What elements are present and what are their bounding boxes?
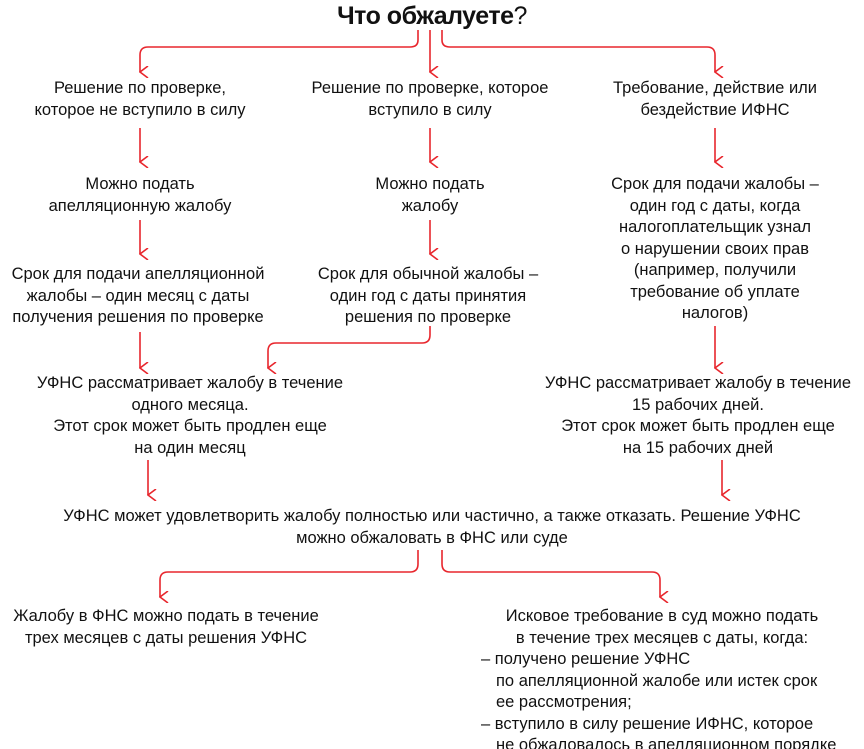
col1-deadline: Срок для подачи апелляционной жалобы – од… xyxy=(12,264,265,329)
text-line: Решение по проверке, xyxy=(53,79,227,97)
text-line: Срок для обычной жалобы – xyxy=(317,265,539,283)
col2-subject: Решение по проверке, которое вступило в с… xyxy=(312,78,549,121)
text-line: УФНС может удовлетворить жалобу полность… xyxy=(63,507,801,525)
text-line: о нарушении своих прав xyxy=(621,239,809,258)
text-line: ее рассмотрения; xyxy=(496,693,632,711)
col1-subject: Решение по проверке, которое не вступило … xyxy=(35,78,246,121)
arrow-title-to-col3 xyxy=(441,30,715,72)
text-line: один год с даты, когда xyxy=(629,196,801,215)
appeal-fns: Жалобу в ФНС можно подать в течение трех … xyxy=(13,606,319,649)
col2-deadline: Срок для обычной жалобы – один год с даты… xyxy=(318,264,538,329)
text-line: апелляционную жалобу xyxy=(48,196,232,215)
text-line: один год с даты принятия xyxy=(329,286,527,305)
text-line: требование об уплате xyxy=(630,282,800,301)
text-line: решения по проверке xyxy=(344,308,512,326)
col1-option: Можно подать апелляционную жалобу xyxy=(49,174,232,217)
condition-item: – вступило в силу решение ИФНС, которое xyxy=(481,714,814,733)
text-line: Срок для подачи апелляционной xyxy=(11,265,265,283)
text-line: Срок для подачи жалобы – xyxy=(611,175,819,193)
title-text: Что обжалуете xyxy=(337,2,514,30)
review-left: УФНС рассматривает жалобу в течение одног… xyxy=(37,373,343,459)
appeal-court-intro: Исковое требование в суд можно подать в т… xyxy=(506,606,819,649)
text-line: которое не вступило в силу xyxy=(34,100,246,119)
text-line: не обжаловалось в апелляционном порядке xyxy=(496,736,837,749)
col2-option: Можно подать жалобу xyxy=(375,174,484,217)
arrow-outcome-to-fns xyxy=(160,550,419,597)
diagram-title: Что обжалуете? xyxy=(337,2,527,31)
arrow-outcome-to-court xyxy=(441,550,660,597)
text-line: Этот срок может быть продлен еще xyxy=(561,417,835,435)
text-line: бездействие ИФНС xyxy=(640,100,790,119)
text-line: 15 рабочих дней. xyxy=(632,395,764,414)
text-line: жалобы – один месяц с даты xyxy=(26,286,250,305)
text-line: одного месяца. xyxy=(131,395,249,414)
text-line: жалобу xyxy=(401,196,459,215)
text-line: можно обжаловать в ФНС или суде xyxy=(296,528,568,547)
text-line: на 15 рабочих дней xyxy=(622,438,774,457)
text-line: Этот срок может быть продлен еще xyxy=(53,417,327,435)
text-line: на один месяц xyxy=(134,438,246,457)
text-line: налогоплательщик узнал xyxy=(618,218,812,236)
text-line: по апелляционной жалобе или истек срок xyxy=(496,671,818,690)
text-line: Исковое требование в суд можно подать xyxy=(505,607,819,625)
text-line: в течение трех месяцев с даты, когда: xyxy=(515,628,809,647)
text-line: Требование, действие или xyxy=(612,79,818,97)
review-right: УФНС рассматривает жалобу в течение 15 ра… xyxy=(545,373,851,459)
condition-item: – получено решение УФНС xyxy=(481,650,691,668)
text-line: (например, получили xyxy=(633,261,797,279)
text-line: Жалобу в ФНС можно подать в течение xyxy=(13,607,319,625)
text-line: вступило в силу xyxy=(368,100,492,119)
col3-subject: Требование, действие или бездействие ИФНС xyxy=(613,78,817,121)
text-line: Решение по проверке, которое xyxy=(311,79,549,97)
text-line: УФНС рассматривает жалобу в течение xyxy=(36,374,344,392)
col3-deadline: Срок для подачи жалобы – один год с даты,… xyxy=(611,174,819,325)
text-line: получения решения по проверке xyxy=(12,308,264,326)
text-line: Можно подать xyxy=(85,175,195,193)
appeal-court-conditions: – получено решение УФНС по апелляционной… xyxy=(481,649,836,749)
text-line: трех месяцев с даты решения УФНС xyxy=(24,628,308,647)
text-line: УФНС рассматривает жалобу в течение xyxy=(544,374,852,392)
text-line: налогов) xyxy=(681,304,749,322)
title-question-mark: ? xyxy=(513,2,527,30)
outcome: УФНС может удовлетворить жалобу полность… xyxy=(63,506,801,549)
text-line: Можно подать xyxy=(375,175,485,193)
arrow-title-to-col1 xyxy=(140,30,419,72)
arrow-col2-to-review xyxy=(268,326,431,368)
